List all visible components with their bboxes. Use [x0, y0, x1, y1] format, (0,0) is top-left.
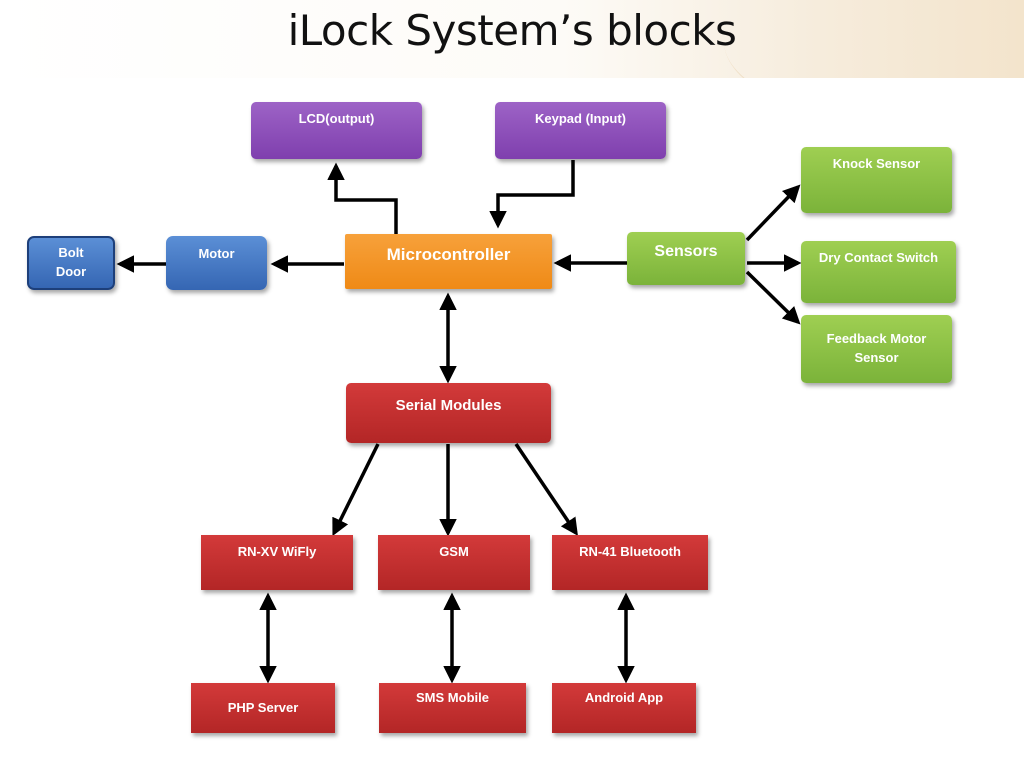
node-android-app: Android App: [552, 683, 696, 733]
node-sensors-label: Sensors: [654, 243, 718, 260]
slide-title: iLock System’s blocks: [287, 6, 737, 55]
edge-serial-wifly: [332, 443, 380, 537]
node-wifly: RN-XV WiFly: [201, 535, 353, 590]
node-sms-mobile-label: SMS Mobile: [416, 690, 489, 705]
edge-microcontroller-lcd: [327, 162, 398, 234]
node-feedback-motor-sensor-label: Feedback Motor Sensor: [826, 331, 927, 365]
node-feedback-motor-sensor: Feedback Motor Sensor: [801, 315, 952, 383]
node-android-app-label: Android App: [584, 690, 664, 705]
node-bluetooth: RN-41 Bluetooth: [552, 535, 708, 590]
edge-keypad-microcontroller: [489, 160, 575, 229]
edge-sensors-knock: [745, 184, 801, 242]
node-bolt-door: Bolt Door: [27, 236, 115, 290]
node-keypad: Keypad (Input): [495, 102, 666, 159]
node-microcontroller: Microcontroller: [345, 234, 552, 289]
node-lcd-label: LCD(output): [298, 111, 375, 126]
node-motor-label: Motor: [198, 246, 235, 261]
node-php-server-label: PHP Server: [227, 699, 299, 715]
node-dry-contact-switch-label: Dry Contact Switch: [818, 250, 939, 265]
node-serial-modules: Serial Modules: [346, 383, 551, 443]
node-keypad-label: Keypad (Input): [535, 111, 626, 126]
node-microcontroller-label: Microcontroller: [386, 245, 511, 264]
node-gsm: GSM: [378, 535, 530, 590]
node-dry-contact-switch: Dry Contact Switch: [801, 241, 956, 303]
node-bolt-door-label: Bolt Door: [55, 245, 87, 279]
node-knock-sensor-label: Knock Sensor: [832, 156, 921, 171]
node-serial-modules-label: Serial Modules: [395, 397, 502, 414]
node-sms-mobile: SMS Mobile: [379, 683, 526, 733]
node-php-server: PHP Server: [191, 683, 335, 733]
node-bluetooth-label: RN-41 Bluetooth: [579, 544, 681, 559]
node-lcd: LCD(output): [251, 102, 422, 159]
node-gsm-label: GSM: [439, 544, 469, 559]
node-motor: Motor: [166, 236, 267, 290]
node-sensors: Sensors: [627, 232, 745, 285]
slide-header: [0, 0, 1024, 78]
edge-sensors-feedback: [745, 270, 801, 325]
edge-serial-bluetooth: [514, 443, 578, 536]
node-knock-sensor: Knock Sensor: [801, 147, 952, 213]
node-wifly-label: RN-XV WiFly: [237, 544, 317, 559]
